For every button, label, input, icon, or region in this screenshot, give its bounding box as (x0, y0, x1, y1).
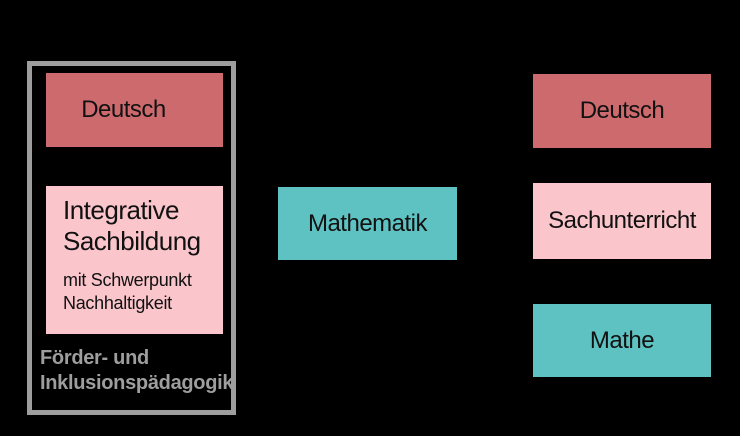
foerder-inklusion-group-frame (27, 61, 236, 415)
box-mathematik: Mathematik (278, 187, 457, 260)
box-integrative-sachbildung: Integrative Sachbildung mit Schwerpunkt … (46, 186, 223, 334)
foerder-inklusion-group-label: Förder- und Inklusionspädagogik (40, 347, 234, 395)
integrative-sachbildung-subtitle: mit Schwerpunkt Nachhaltigkeit (63, 270, 192, 314)
box-sachunterricht: Sachunterricht (533, 183, 711, 259)
box-deutsch-left: Deutsch (46, 73, 223, 147)
box-sachunterricht-label: Sachunterricht (548, 207, 696, 234)
box-mathe-label: Mathe (589, 326, 655, 354)
box-deutsch-left-label: Deutsch (81, 96, 166, 123)
box-deutsch-right-label: Deutsch (579, 97, 665, 124)
box-deutsch-right: Deutsch (533, 74, 711, 148)
box-mathe: Mathe (533, 304, 711, 377)
integrative-sachbildung-title: Integrative Sachbildung (63, 195, 201, 256)
box-mathematik-label: Mathematik (307, 209, 428, 237)
